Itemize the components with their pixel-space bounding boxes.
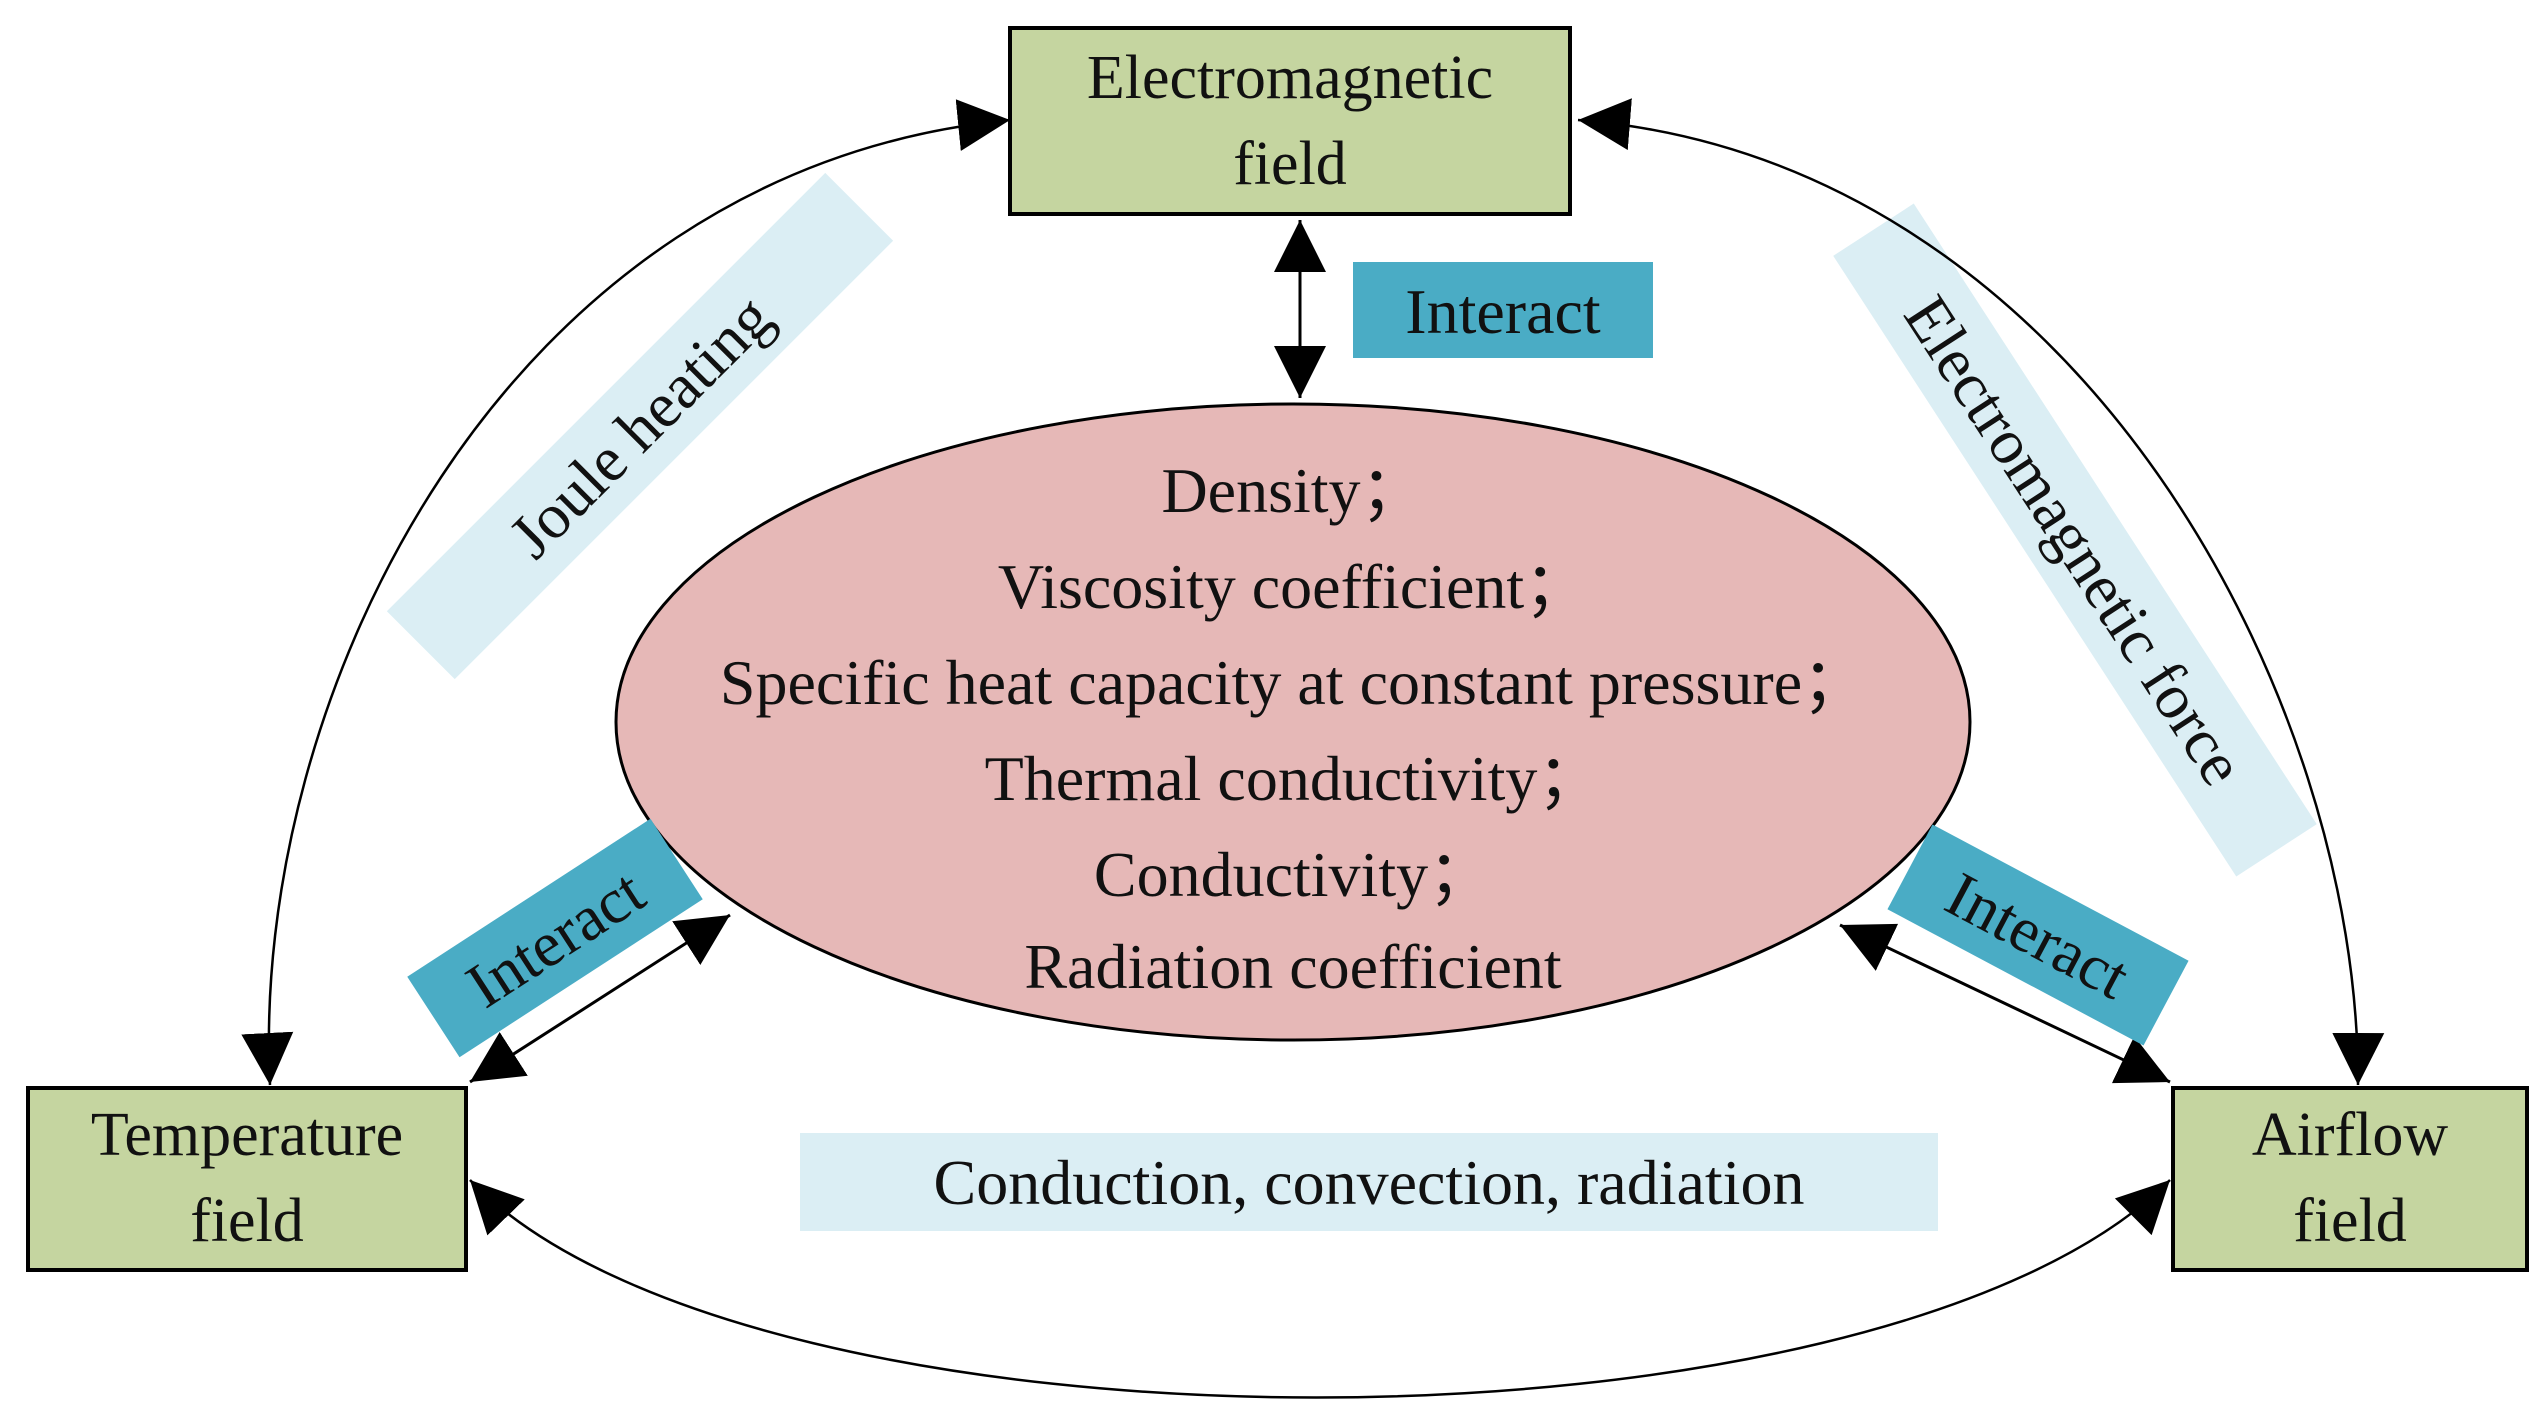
interact-tag-right: Interact bbox=[1887, 824, 2189, 1046]
temperature-field-line-1: Temperature bbox=[91, 1101, 403, 1169]
material-properties-ellipse bbox=[614, 402, 1972, 1042]
interact-tag-left: Interact bbox=[407, 818, 703, 1058]
airflow-field-line-2: field bbox=[2293, 1187, 2407, 1255]
temperature-ellipse-arrow bbox=[469, 913, 731, 1084]
airflow-ellipse-arrow bbox=[1839, 923, 2171, 1084]
property-radiation-coefficient: Radiation coefficient bbox=[1024, 931, 1562, 1002]
interact-tag-top: Interact bbox=[1353, 262, 1653, 358]
material-properties-list: Density； Viscosity coefficient； Specific… bbox=[720, 455, 1866, 1002]
interact-label-top: Interact bbox=[1405, 276, 1601, 347]
electromagnetic-field-box: Electromagnetic field bbox=[1008, 26, 1572, 216]
temperature-field-line-2: field bbox=[190, 1187, 304, 1255]
electromagnetic-field-line-1: Electromagnetic bbox=[1087, 44, 1493, 112]
joule-heating-label: Joule heating bbox=[495, 281, 785, 571]
temperature-airflow-arrow bbox=[469, 1179, 2171, 1399]
temperature-field-box: Temperature field bbox=[26, 1086, 468, 1272]
property-density: Density； bbox=[1161, 455, 1424, 526]
heat-transfer-label: Conduction, convection, radiation bbox=[934, 1147, 1805, 1218]
electromagnetic-field-line-2: field bbox=[1233, 130, 1347, 198]
em-temperature-arrow bbox=[241, 99, 1011, 1086]
property-conductivity: Conductivity； bbox=[1094, 839, 1492, 910]
em-airflow-arrow bbox=[1577, 98, 2385, 1086]
property-specific-heat: Specific heat capacity at constant press… bbox=[720, 647, 1866, 718]
property-viscosity: Viscosity coefficient； bbox=[998, 551, 1588, 622]
airflow-field-line-1: Airflow bbox=[2252, 1101, 2449, 1169]
property-thermal-conductivity: Thermal conductivity； bbox=[985, 743, 1602, 814]
airflow-field-box: Airflow field bbox=[2171, 1086, 2529, 1272]
